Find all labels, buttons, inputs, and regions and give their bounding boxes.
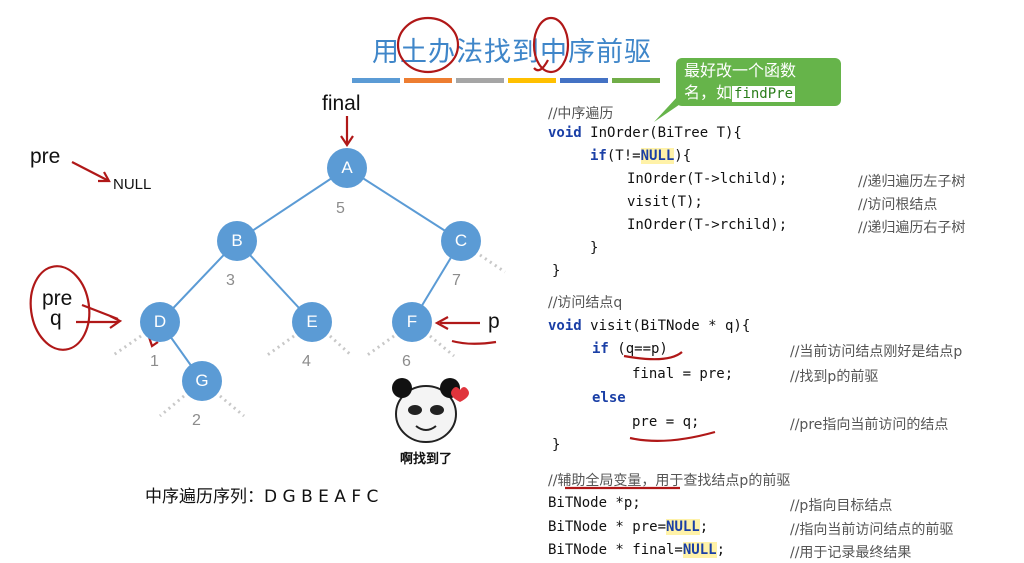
- bubble-tail: [654, 96, 692, 122]
- code-comment: //访问根结点: [858, 197, 938, 213]
- code-comment: //p指向目标结点: [790, 498, 893, 514]
- p-label: p: [488, 310, 500, 333]
- color-bar: [404, 78, 452, 83]
- color-bar: [560, 78, 608, 83]
- code-line: pre = q;: [632, 414, 700, 430]
- code-comment: //指向当前访问结点的前驱: [790, 522, 954, 538]
- tree-node-g: G: [182, 361, 222, 401]
- final-label: final: [322, 92, 361, 115]
- color-bar: [612, 78, 660, 83]
- code-line: visit(T);: [627, 194, 703, 210]
- color-bar: [352, 78, 400, 83]
- code-line: InOrder(T->rchild);: [627, 217, 788, 233]
- code-line: void InOrder(BiTree T){: [548, 125, 742, 141]
- panda-face-icon: [392, 378, 469, 443]
- code-line: BiTNode * pre=NULL;: [548, 519, 709, 535]
- order-label-f: 6: [402, 353, 411, 370]
- tree-node-a: A: [327, 148, 367, 188]
- code-line: BiTNode * final=NULL;: [548, 542, 726, 558]
- code-comment-globals: //辅助全局变量，用于查找结点p的前驱: [548, 473, 791, 489]
- color-bar: [456, 78, 504, 83]
- tree-node-c: C: [441, 221, 481, 261]
- pre-circled-label: pre: [42, 287, 73, 310]
- code-line: if (q==p): [592, 341, 668, 357]
- bubble-line-2: 名，如: [684, 83, 733, 102]
- code-line: InOrder(T->lchild);: [627, 171, 788, 187]
- code-comment: //pre指向当前访问的结点: [790, 417, 949, 433]
- order-label-a: 5: [336, 200, 345, 217]
- order-label-g: 2: [192, 412, 201, 429]
- order-label-d: 1: [150, 353, 159, 370]
- code-comment: //找到p的前驱: [790, 369, 879, 385]
- code-comment: //当前访问结点刚好是结点p: [790, 344, 963, 360]
- edge-a-b: [236, 167, 348, 242]
- bubble-line-1: 最好改一个函数: [684, 61, 797, 80]
- code-line: }: [552, 437, 561, 453]
- color-bar: [508, 78, 556, 83]
- code-line: else: [592, 390, 626, 406]
- bubble-highlight: findPre: [732, 86, 796, 102]
- code-comment: //用于记录最终结果: [790, 545, 912, 561]
- panda-meme-image: 啊找到了: [378, 368, 474, 474]
- code-comment: //递归遍历右子树: [858, 220, 966, 236]
- tree-node-f: F: [392, 302, 432, 342]
- code-line: if(T!=NULL){: [590, 148, 692, 164]
- pre-null-arrow: [71, 161, 108, 181]
- null-label: NULL: [113, 176, 152, 193]
- code-comment: //递归遍历左子树: [858, 174, 966, 190]
- order-label-c: 7: [452, 272, 461, 289]
- pre-q-circle: [29, 265, 91, 351]
- code-line: BiTNode *p;: [548, 495, 641, 511]
- code-comment-inorder: //中序遍历: [548, 106, 614, 122]
- meme-caption: 啊找到了: [399, 452, 452, 467]
- code-line: }: [552, 263, 561, 279]
- inorder-sequence: 中序遍历序列：D G B E A F C: [145, 487, 379, 507]
- title-circle-1: [396, 16, 460, 74]
- code-comment-visit: //访问结点q: [548, 295, 623, 311]
- code-line: }: [590, 240, 599, 256]
- edge-a-c: [346, 167, 462, 242]
- title-circle-2: [532, 16, 570, 74]
- pre-label: pre: [30, 145, 61, 168]
- code-line: void visit(BiTNode * q){: [548, 318, 751, 334]
- code-line: final = pre;: [632, 366, 734, 382]
- page-title: 用土办法找到中序前驱: [372, 37, 652, 68]
- order-label-e: 4: [302, 353, 311, 370]
- q-label: q: [50, 307, 62, 330]
- tree-node-b: B: [217, 221, 257, 261]
- tree-node-d: D: [140, 302, 180, 342]
- order-label-b: 3: [226, 272, 235, 289]
- tree-node-e: E: [292, 302, 332, 342]
